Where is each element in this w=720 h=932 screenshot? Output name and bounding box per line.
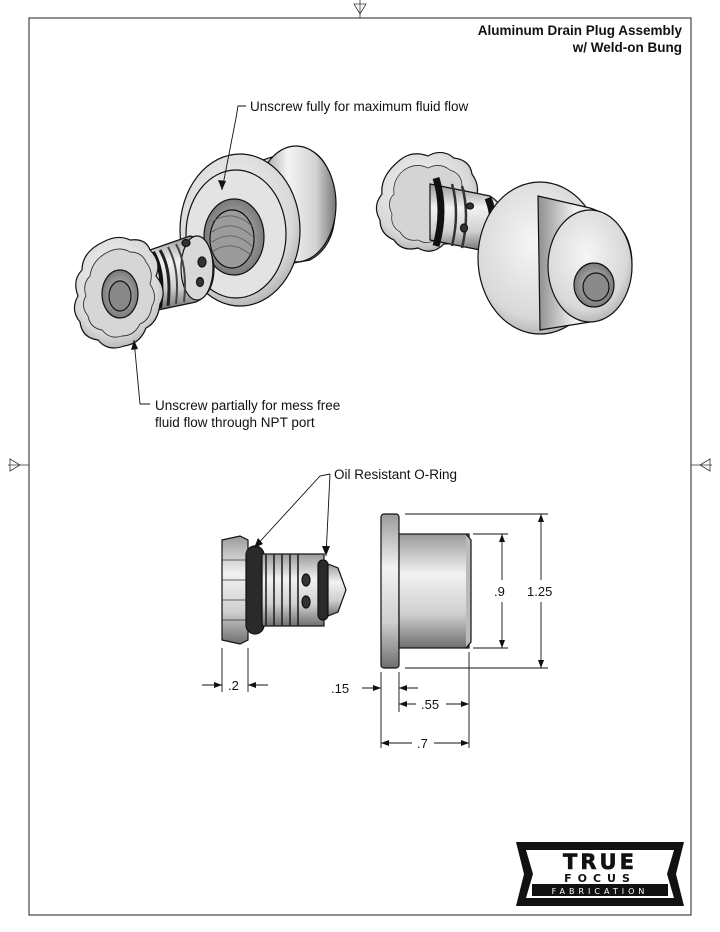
logo-line-true: TRUE xyxy=(563,850,637,874)
dim-bung-diameter: .9 xyxy=(494,584,505,599)
title-line-1: Aluminum Drain Plug Assembly xyxy=(477,23,682,38)
dim-bung-length: .55 xyxy=(421,697,440,712)
iso-bung-left xyxy=(179,145,337,307)
side-view-bung xyxy=(380,513,472,669)
title-line-2: w/ Weld-on Bung xyxy=(572,40,682,55)
logo-line-focus: FOCUS xyxy=(564,872,636,885)
dim-overall-length: .7 xyxy=(417,736,428,751)
dim-flange-diameter: 1.25 xyxy=(527,584,553,599)
logo-line-fabrication: FABRICATION xyxy=(552,887,649,896)
leader-arrowheads xyxy=(131,180,330,556)
dim-flange-thickness: .15 xyxy=(331,681,350,696)
dim-knob-width: .2 xyxy=(228,678,239,693)
callout-unscrew-fully: Unscrew fully for maximum fluid flow xyxy=(250,99,469,114)
iso-assembly-right xyxy=(375,151,633,335)
center-mark-right xyxy=(691,458,712,472)
callout-unscrew-partially: Unscrew partially for mess free fluid fl… xyxy=(155,397,340,431)
true-focus-logo: TRUE FOCUS FABRICATION xyxy=(516,842,684,906)
callout-unscrew-partially-line-2: fluid flow through NPT port xyxy=(155,415,315,430)
callout-unscrew-partially-line-1: Unscrew partially for mess free xyxy=(155,398,341,413)
callout-oring: Oil Resistant O-Ring xyxy=(334,467,458,482)
drawing-title: Aluminum Drain Plug Assembly w/ Weld-on … xyxy=(478,22,682,56)
center-mark-top xyxy=(353,0,367,18)
side-view-plug xyxy=(221,535,347,645)
center-mark-left xyxy=(8,458,29,472)
iso-plug-left xyxy=(73,235,215,349)
dimension-arrowheads xyxy=(214,514,544,746)
leader-lines xyxy=(133,105,331,557)
dimension-lines xyxy=(202,513,548,748)
